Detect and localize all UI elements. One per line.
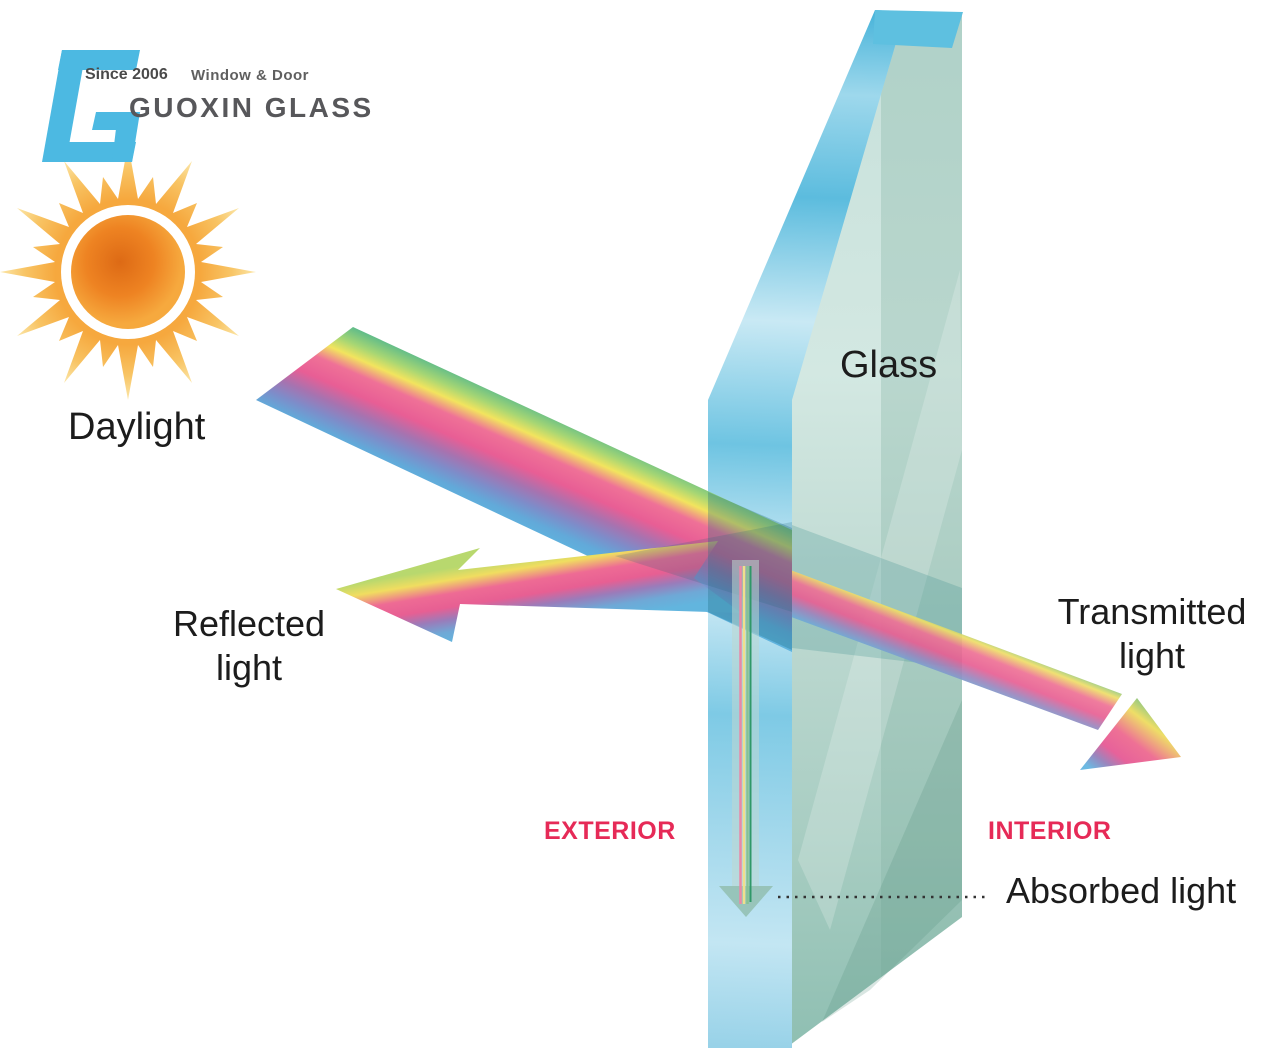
reflected-light-label: Reflected light	[149, 602, 349, 690]
glass-top-face	[873, 10, 963, 48]
glass-label: Glass	[840, 344, 938, 386]
transmitted-light-arrow	[745, 553, 1181, 770]
interior-label: INTERIOR	[988, 817, 1112, 845]
logo-company-name: GUOXIN GLASS	[129, 92, 374, 123]
logo-since-text: Since 2006	[85, 66, 168, 83]
absorbed-light-arrow	[719, 560, 773, 917]
transmitted-label-line2: light	[1118, 635, 1186, 676]
absorbed-arrowhead	[719, 886, 773, 917]
absorbed-light-label: Absorbed light	[1006, 870, 1237, 911]
reflected-light-arrow	[336, 541, 741, 642]
exterior-label: EXTERIOR	[544, 817, 676, 845]
reflected-label-line2: light	[215, 647, 283, 688]
glass-right-face	[790, 12, 962, 1045]
transmitted-arrowhead	[1080, 698, 1181, 770]
glass-inner-pane-tint	[881, 12, 962, 977]
reflected-label-line1: Reflected	[172, 603, 326, 644]
brand-logo: Since 2006 Window & Door GUOXIN GLASS	[0, 0, 420, 180]
transmitted-light-label: Transmitted light	[1032, 590, 1272, 678]
sun-icon	[0, 144, 256, 400]
transmitted-label-line1: Transmitted	[1057, 591, 1247, 632]
glass-face-highlight	[798, 270, 962, 930]
glass-face-shade	[822, 700, 962, 1022]
glass-pane	[708, 10, 963, 1048]
logo-tagline-text: Window & Door	[191, 67, 310, 84]
daylight-label: Daylight	[68, 406, 206, 448]
logo-g-icon	[42, 50, 140, 162]
